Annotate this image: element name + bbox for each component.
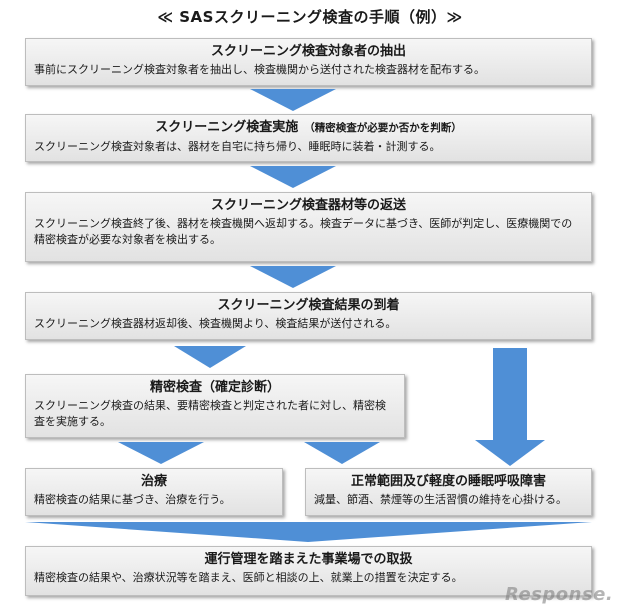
step-heading: 治療 bbox=[140, 474, 167, 489]
step-return-equipment: スクリーニング検査器材等の返送 スクリーニング検査終了後、器材を検査機関へ返却す… bbox=[25, 192, 592, 262]
step-heading: スクリーニング検査結果の到着 bbox=[217, 298, 400, 313]
step-description: 事前にスクリーニング検査対象者を抽出し、検査機関から送付された検査器材を配布する… bbox=[34, 63, 485, 76]
page-title: ≪ SASスクリーニング検査の手順（例）≫ bbox=[157, 8, 463, 26]
step-treatment: 治療 精密検査の結果に基づき、治療を行う。 bbox=[25, 468, 283, 516]
watermark-logo: Response. bbox=[505, 584, 614, 605]
step-heading: スクリーニング検査器材等の返送 bbox=[210, 198, 406, 213]
step-note: （精密検査が必要か否かを判断） bbox=[304, 122, 462, 134]
step-results-arrival: スクリーニング検査結果の到着 スクリーニング検査器材返却後、検査機関より、検査結… bbox=[25, 292, 592, 340]
down-arrow-icon bbox=[250, 266, 336, 288]
step-description: 精密検査の結果や、治療状況等を踏まえ、医師と相談の上、就業上の措置を決定する。 bbox=[34, 571, 463, 584]
step-heading: 精密検査（確定診断） bbox=[149, 380, 280, 395]
down-arrow-icon bbox=[174, 346, 246, 368]
step-heading: スクリーニング検査実施 bbox=[155, 120, 299, 135]
down-arrow-icon bbox=[250, 166, 336, 188]
step-description: 減量、節酒、禁煙等の生活習慣の維持を心掛ける。 bbox=[314, 493, 567, 506]
step-workplace-handling: 運行管理を踏まえた事業場での取扱 精密検査の結果や、治療状況等を踏まえ、医師と相… bbox=[25, 546, 592, 596]
step-description: スクリーニング検査の結果、要精密検査と判定された者に対し、精密検査を実施する。 bbox=[34, 399, 386, 428]
step-heading: スクリーニング検査対象者の抽出 bbox=[210, 44, 406, 59]
step-description: スクリーニング検査対象者は、器材を自宅に持ち帰り、睡眠時に装着・計測する。 bbox=[34, 140, 441, 153]
step-extract-targets: スクリーニング検査対象者の抽出 事前にスクリーニング検査対象者を抽出し、検査機関… bbox=[25, 38, 592, 86]
down-arrow-icon bbox=[304, 442, 380, 464]
step-description: スクリーニング検査終了後、器材を検査機関へ返却する。検査データに基づき、医師が判… bbox=[34, 217, 573, 246]
step-detailed-exam: 精密検査（確定診断） スクリーニング検査の結果、要精密検査と判定された者に対し、… bbox=[25, 374, 405, 438]
down-arrow-icon bbox=[475, 348, 545, 466]
down-arrow-icon bbox=[118, 442, 204, 464]
step-description: 精密検査の結果に基づき、治療を行う。 bbox=[34, 493, 231, 506]
step-screening-test: スクリーニング検査実施 （精密検査が必要か否かを判断） スクリーニング検査対象者は… bbox=[25, 114, 592, 162]
down-arrow-icon bbox=[250, 89, 336, 111]
step-heading: 運行管理を踏まえた事業場での取扱 bbox=[204, 552, 413, 567]
merge-arrow-icon bbox=[25, 522, 592, 542]
step-description: スクリーニング検査器材返却後、検査機関より、検査結果が送付される。 bbox=[34, 317, 397, 330]
step-normal-range: 正常範囲及び軽度の睡眠呼吸障害 減量、節酒、禁煙等の生活習慣の維持を心掛ける。 bbox=[305, 468, 592, 516]
step-heading: 正常範囲及び軽度の睡眠呼吸障害 bbox=[350, 474, 546, 489]
